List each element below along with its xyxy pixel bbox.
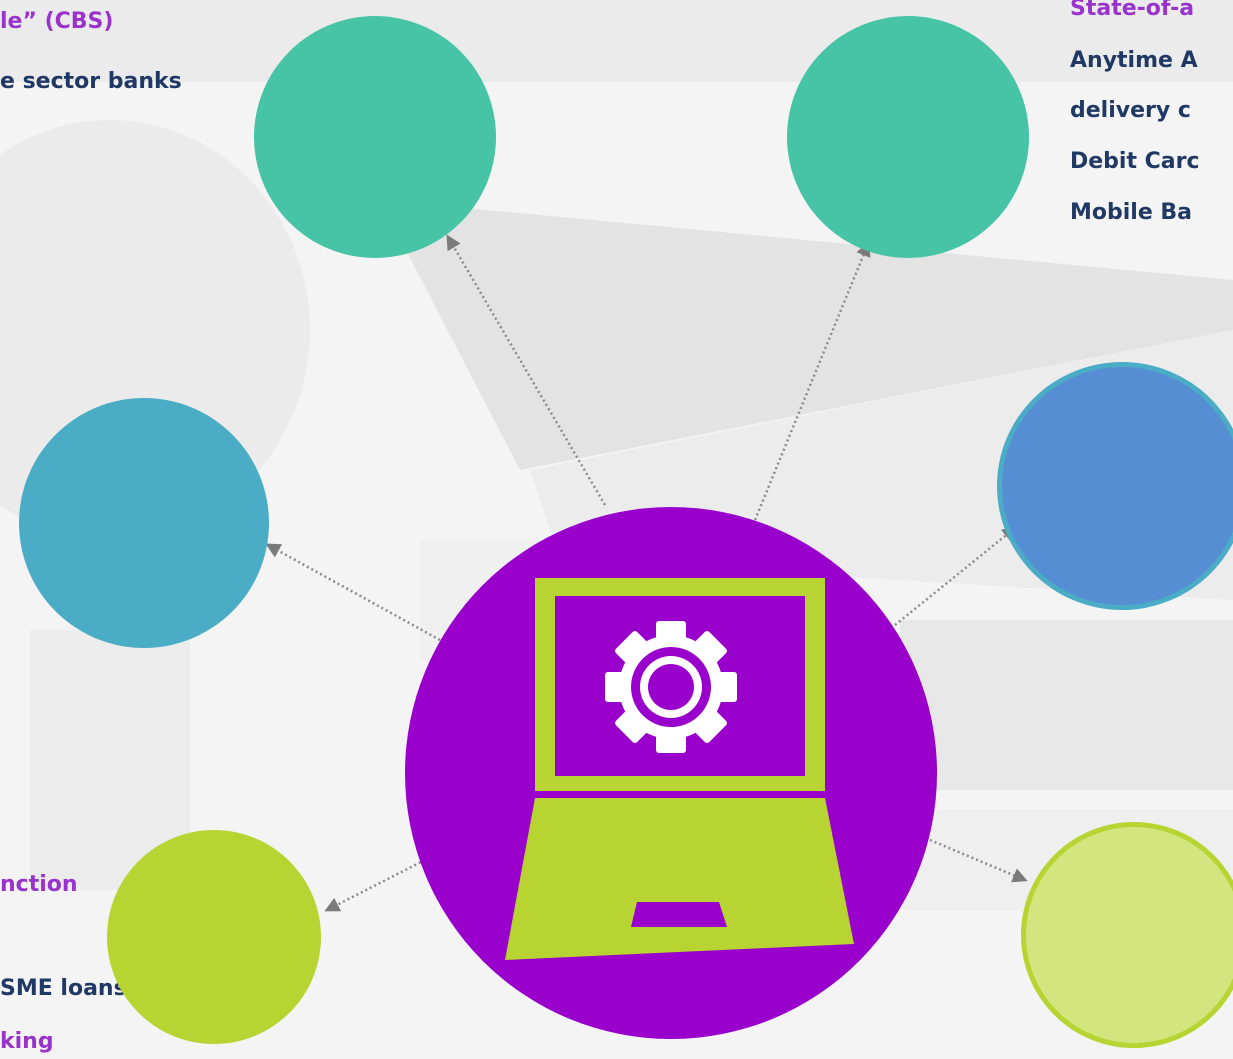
bottom-left-circle [107,830,321,1044]
top-right-line-mobile-banking: Mobile Ba [1070,200,1193,225]
bottom-left-text-2: king [0,1029,54,1054]
arrow-to-right-circle [894,526,1018,626]
top-right-line-debit-card: Debit Carc [1070,149,1200,174]
top-right-line-anytime: Anytime A [1070,48,1198,73]
top-right-heading: State-of-a [1070,0,1195,21]
laptop-gear-icon [505,578,854,960]
top-left-heading: le” (CBS) [0,9,114,34]
bottom-left-text: SME loans. [0,976,136,1001]
hub-circle [405,507,937,1039]
arrow-to-bottom-left-circle [324,858,426,912]
right-circle [997,362,1233,610]
bottom-left-heading: nction [0,872,78,897]
left-circle [19,398,269,648]
arrow-to-top-left-circle [446,234,607,506]
top-left-circle [254,16,496,258]
top-left-text: e sector banks [0,69,182,94]
arrow-to-top-right-circle [753,241,871,521]
arrow-to-bottom-right-circle [929,838,1028,883]
top-right-line-delivery: delivery c [1070,98,1191,123]
top-right-circle [787,16,1029,258]
bottom-right-circle [1021,822,1233,1048]
